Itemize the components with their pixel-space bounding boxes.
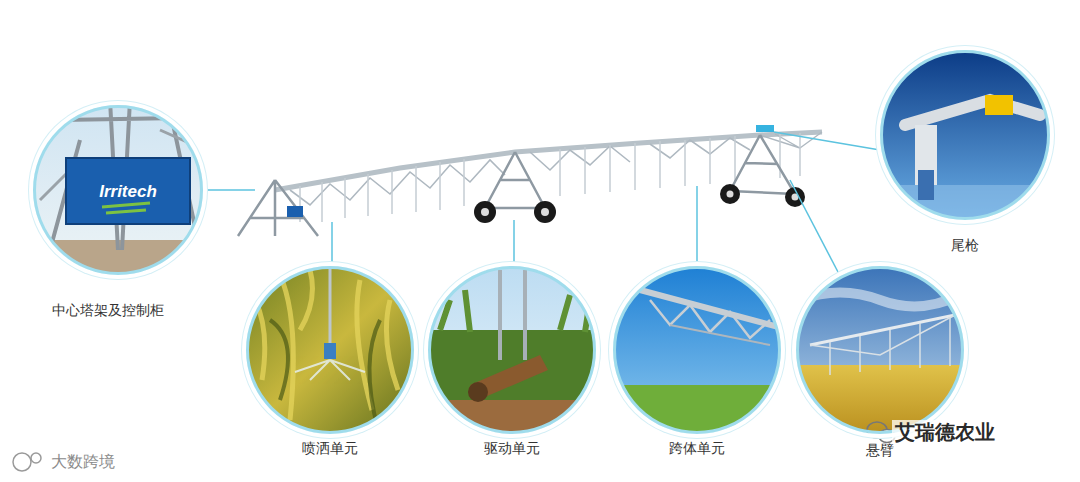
part-label: 尾枪 (951, 237, 979, 254)
part-label: 悬臂 (866, 442, 894, 459)
photo-circle: 喷洒单元 (246, 266, 414, 434)
part-label: 中心塔架及控制柜 (52, 302, 164, 319)
watermark: 大数跨境 (51, 452, 115, 471)
watermark: 艾瑞德农业 (892, 420, 998, 444)
part-label: 驱动单元 (484, 440, 540, 457)
part-label: 喷洒单元 (302, 440, 358, 457)
part-label: 跨体单元 (669, 440, 725, 457)
brand-sign: Irritech (99, 182, 157, 202)
photo-circle: 悬臂 (796, 266, 964, 434)
photo-circle: 尾枪 (880, 50, 1050, 220)
photo-circle: 跨体单元 (613, 266, 781, 434)
photo-circle: Irritech中心塔架及控制柜 (33, 105, 203, 275)
photo-circle: 驱动单元 (428, 266, 596, 434)
